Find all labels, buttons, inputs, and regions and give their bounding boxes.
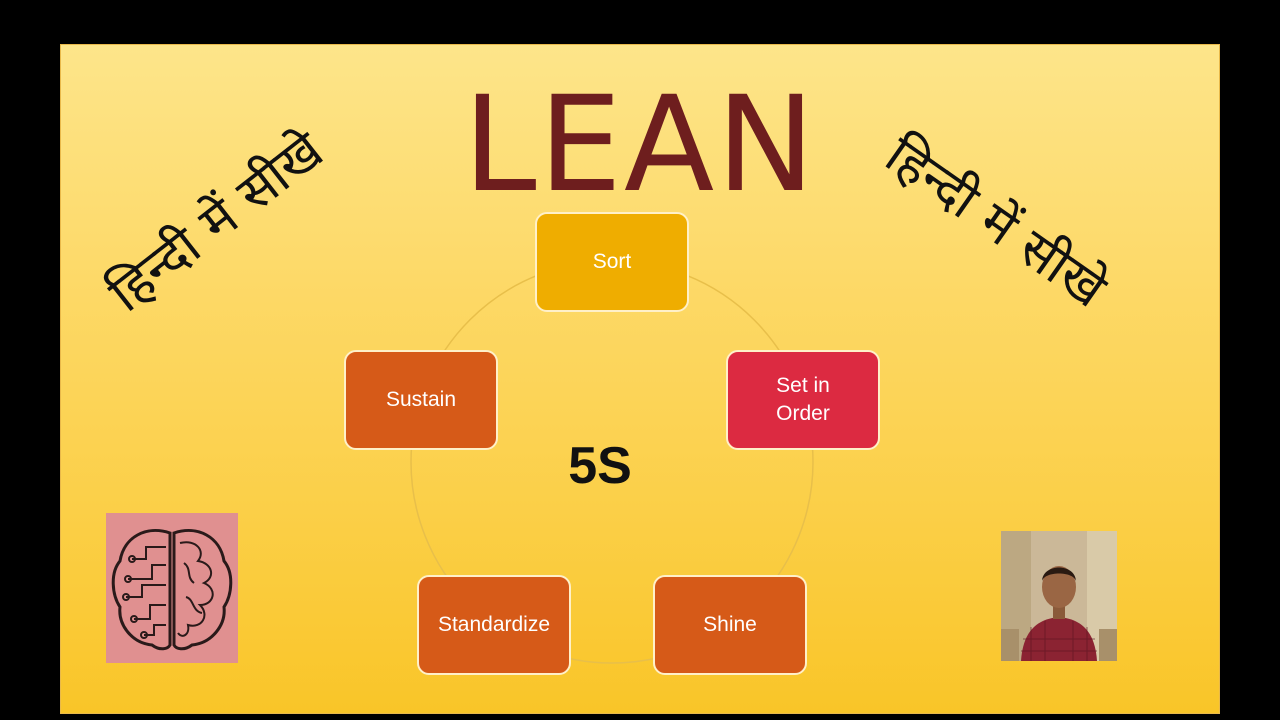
center-label: 5S	[568, 437, 632, 495]
slide-title: LEAN	[463, 68, 817, 222]
presenter-photo	[1001, 531, 1117, 661]
step-label: Standardize	[437, 613, 551, 636]
brain-circuit-icon	[106, 513, 238, 663]
step-label: Sustain	[385, 388, 457, 411]
step-sustain: Sustain	[344, 350, 498, 450]
step-standardize: Standardize	[417, 575, 571, 675]
step-shine: Shine	[653, 575, 807, 675]
step-label: Set in Order	[776, 374, 830, 425]
step-set-in-order: Set in Order	[726, 350, 880, 450]
step-sort: Sort	[535, 212, 689, 312]
step-label: Sort	[592, 250, 632, 273]
step-label: Shine	[703, 613, 757, 636]
